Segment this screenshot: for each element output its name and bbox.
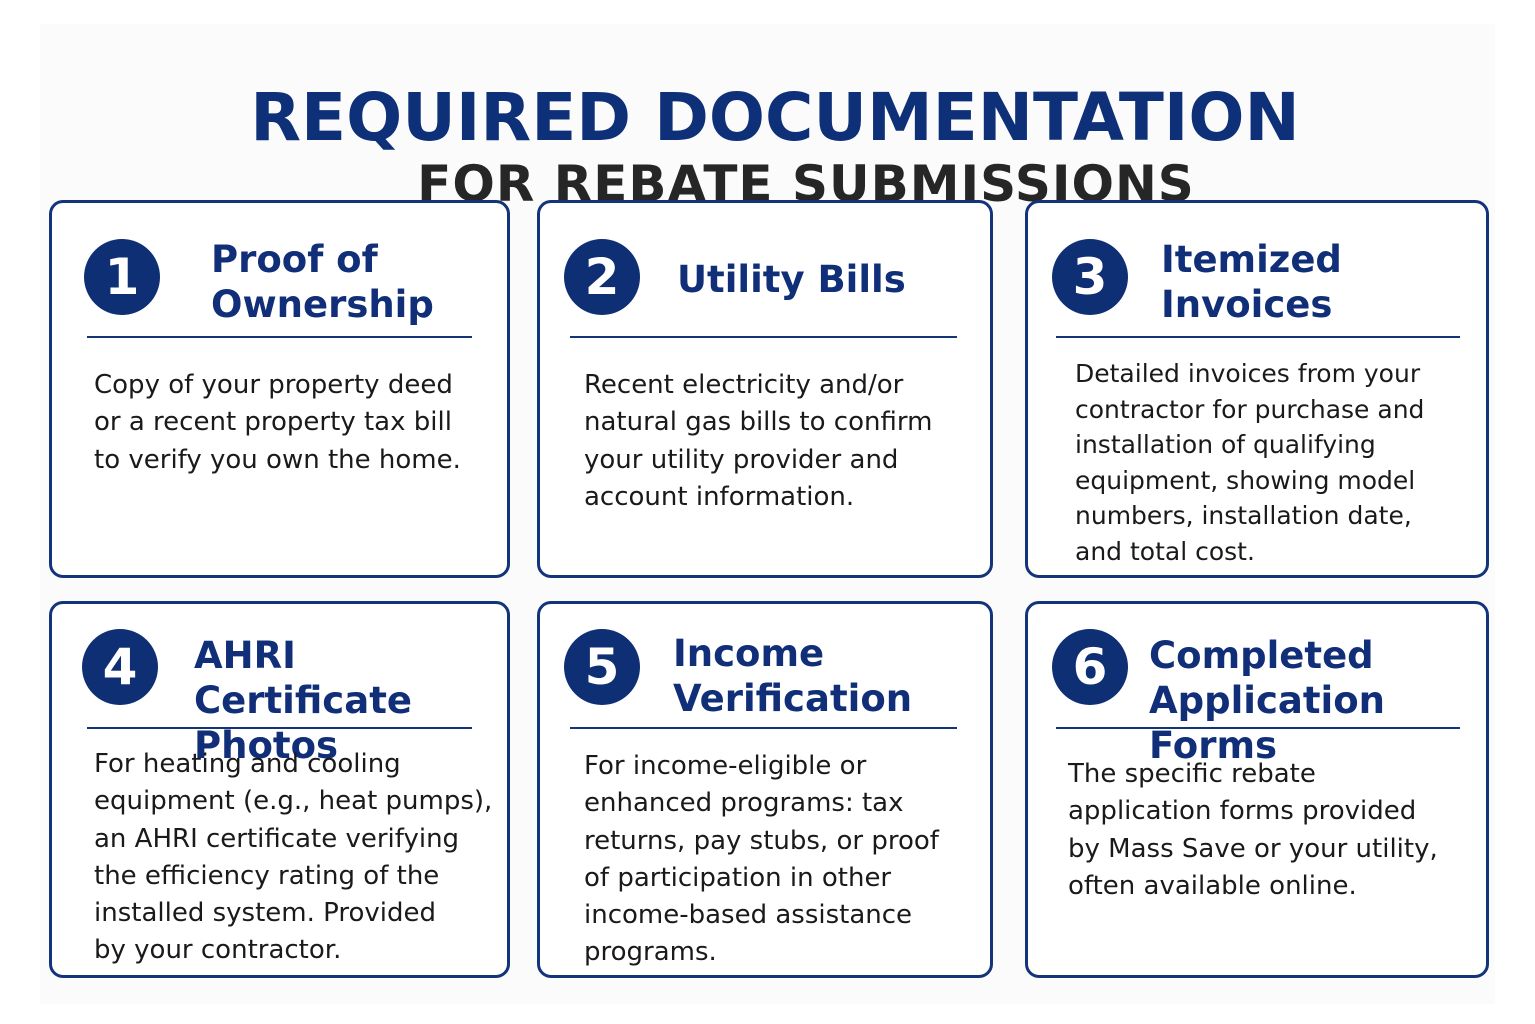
number-badge-2: 2 xyxy=(564,239,640,315)
card-title: Utility Bills xyxy=(677,258,906,301)
number-badge-4: 4 xyxy=(82,629,158,705)
card-itemized-invoices: 3 Itemized Invoices Detailed invoices fr… xyxy=(1025,200,1489,578)
card-title: Completed Application Forms xyxy=(1149,634,1386,767)
page-title: REQUIRED DOCUMENTATION xyxy=(250,79,1300,157)
card-description: Detailed invoices from your contractor f… xyxy=(1075,359,1425,566)
card-title: Proof of Ownership xyxy=(211,238,434,326)
number-badge-6: 6 xyxy=(1052,629,1128,705)
card-title: Itemized Invoices xyxy=(1161,238,1342,326)
card-completed-application-forms: 6 Completed Application Forms The specif… xyxy=(1025,601,1489,978)
card-income-verification: 5 Income Verification For income-eligibl… xyxy=(537,601,993,978)
card-divider xyxy=(1056,336,1460,338)
number-badge-1: 1 xyxy=(84,239,160,315)
card-divider xyxy=(570,336,957,338)
card-divider xyxy=(87,336,472,338)
card-divider xyxy=(570,727,957,729)
card-utility-bills: 2 Utility Bills Recent electricity and/o… xyxy=(537,200,993,578)
card-description: For heating and cooling equipment (e.g.,… xyxy=(94,749,493,966)
card-title: AHRI Certificate Photos xyxy=(194,634,412,767)
card-divider xyxy=(1056,727,1460,729)
number-badge-5: 5 xyxy=(564,629,640,705)
card-title: Income Verification xyxy=(673,632,913,720)
card-ahri-certificate-photos: 4 AHRI Certificate Photos For heating an… xyxy=(49,601,510,978)
card-description: Recent electricity and/or natural gas bi… xyxy=(584,370,933,512)
card-description: The specific rebate application forms pr… xyxy=(1068,759,1438,901)
card-description: For income-eligible or enhanced programs… xyxy=(584,751,939,968)
card-description: Copy of your property deed or a recent p… xyxy=(94,370,461,475)
number-badge-3: 3 xyxy=(1052,239,1128,315)
card-proof-of-ownership: 1 Proof of Ownership Copy of your proper… xyxy=(49,200,510,578)
card-divider xyxy=(87,727,472,729)
